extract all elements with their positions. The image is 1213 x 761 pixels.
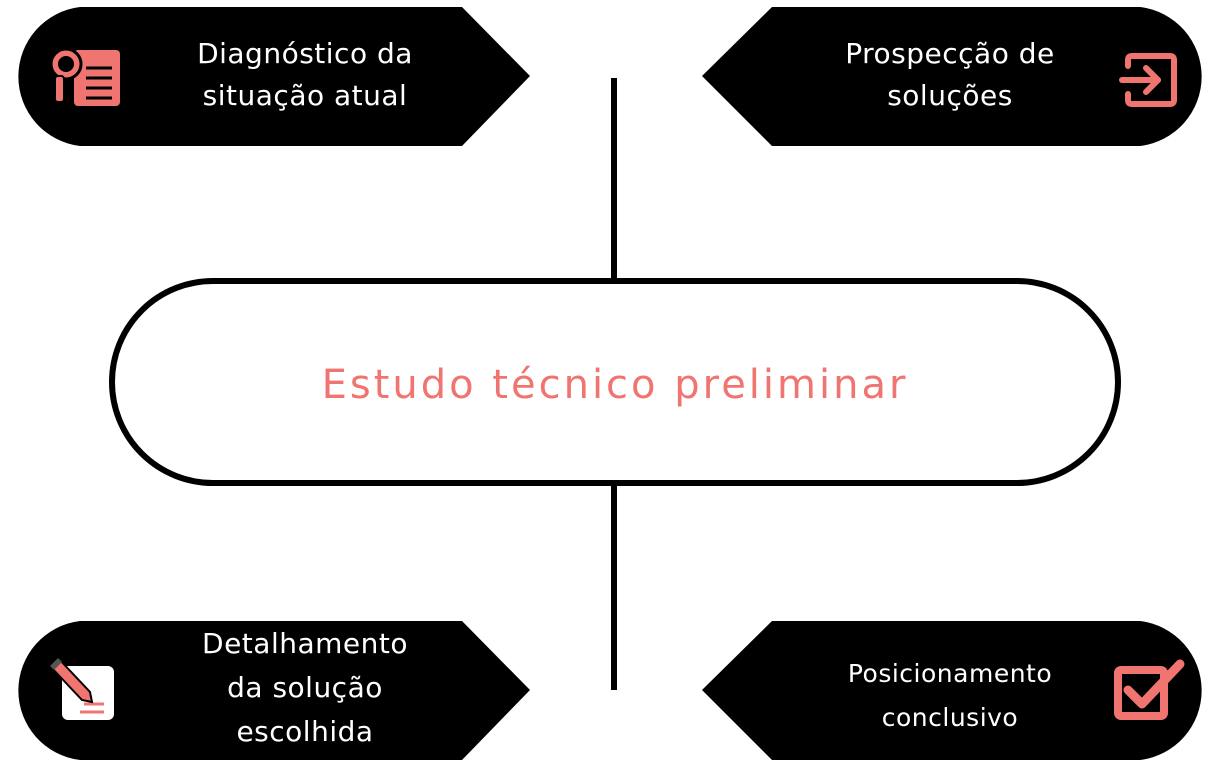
center-title: Estudo técnico preliminar	[321, 362, 909, 408]
node-bottom-right-line1: Posicionamento	[847, 659, 1053, 688]
node-top-left-line1: Diagnóstico da	[197, 37, 413, 70]
node-top-left-line2: situação atual	[202, 79, 408, 112]
checkbox-icon	[1114, 659, 1185, 720]
node-bottom-left-line1: Detalhamento	[202, 627, 408, 660]
node-bottom-right-line2: conclusivo	[881, 703, 1019, 732]
center-capsule	[109, 278, 1121, 486]
node-top-right-label: Prospecção de soluções	[795, 33, 1105, 117]
node-bottom-left-label: Detalhamento da solução escolhida	[150, 622, 460, 754]
pen-document-icon	[48, 656, 114, 720]
node-bottom-left-line2: da solução	[227, 671, 383, 704]
node-bottom-right-shape	[702, 621, 1202, 760]
node-top-left-shape	[18, 7, 531, 146]
node-top-right-line1: Prospecção de	[845, 37, 1055, 70]
node-bottom-right-label: Posicionamento conclusivo	[795, 652, 1105, 740]
node-top-left-label: Diagnóstico da situação atual	[150, 33, 460, 117]
node-bottom-left-shape	[18, 621, 530, 760]
node-bottom-left-line3: escolhida	[236, 715, 374, 748]
enter-arrow-icon	[1119, 53, 1177, 107]
magnifier-document-icon	[49, 47, 120, 106]
node-top-right-shape	[702, 7, 1202, 146]
node-top-right-line2: soluções	[887, 79, 1013, 112]
